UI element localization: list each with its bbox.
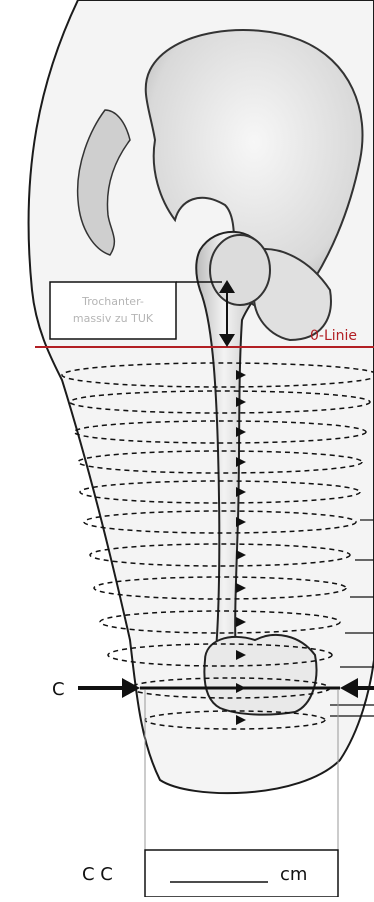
trochanter-label-box	[50, 282, 176, 339]
trochanter-label-line1: Trochanter-	[81, 295, 144, 308]
cc-measurement-box	[145, 850, 338, 897]
zero-line-label: 0-Linie	[310, 328, 357, 344]
arrow-right-icon	[78, 678, 140, 698]
trochanter-label-line2: massiv zu TUK	[73, 312, 154, 325]
cc-unit-label: cm	[280, 864, 307, 885]
c-marker-label: C	[52, 679, 65, 700]
cc-prefix-label: C C	[82, 864, 113, 885]
